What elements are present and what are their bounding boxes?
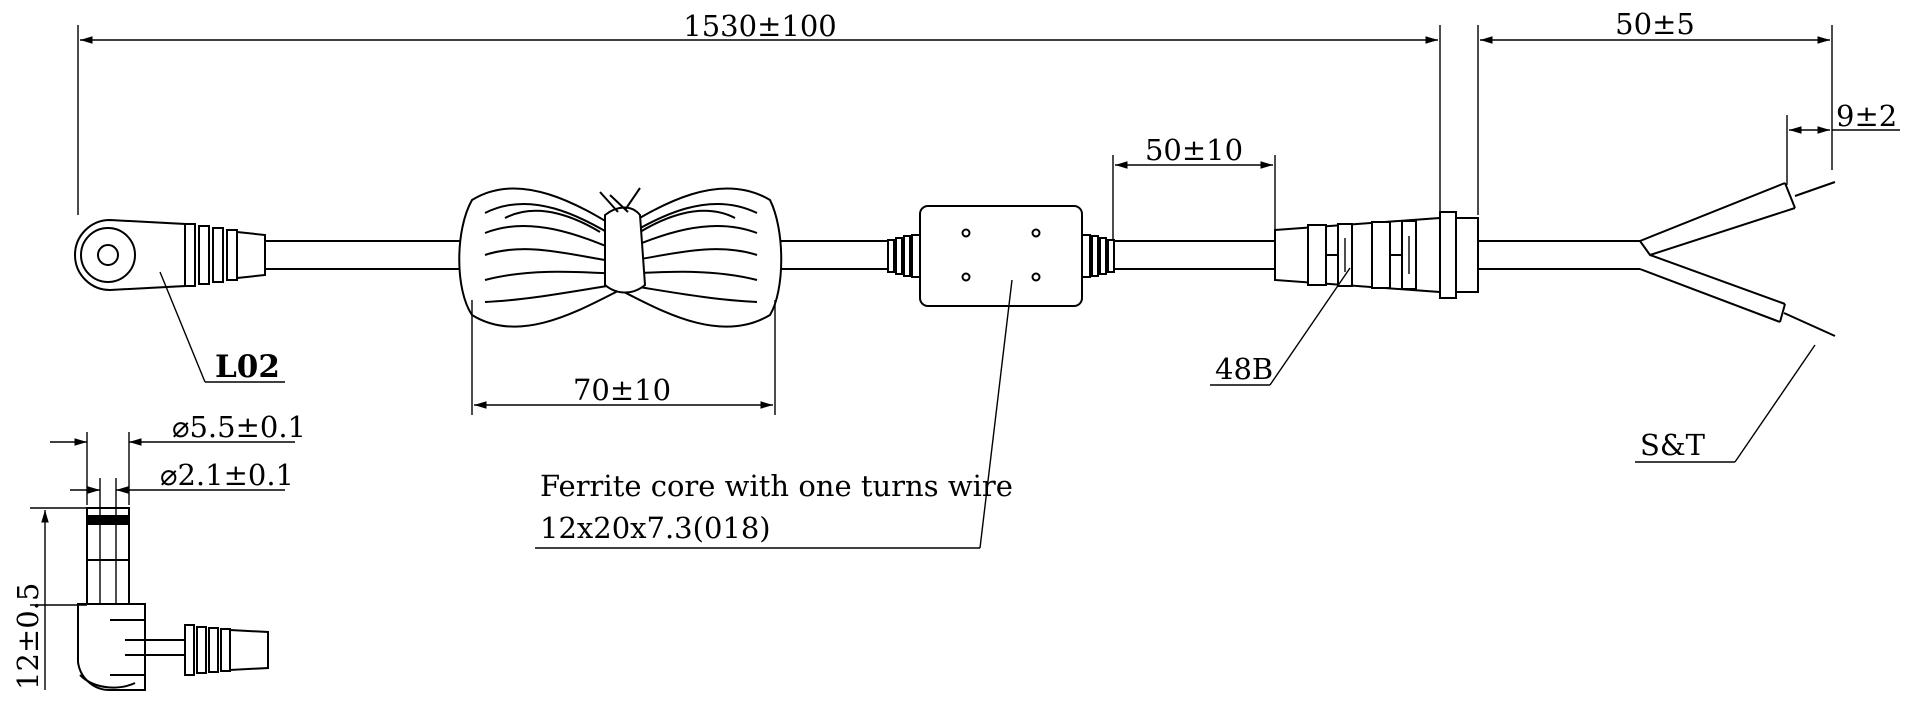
strain-relief-callout: 48B [1210,267,1351,386]
ferrite-offset-dimension: 50±10 [1112,133,1276,240]
plug-length-label: 12±0.5 [11,583,45,690]
plug-callout: L02 [159,271,285,385]
ferrite-loop-label: 70±10 [573,373,671,407]
ferrite-callout: Ferrite core with one turns wire 12x20x7… [535,279,1013,549]
overall-length-label: 1530±100 [683,9,836,43]
ferrite-loop [458,187,783,328]
split-wires [1639,181,1836,337]
outer-diameter-label: ⌀5.5±0.1 [172,410,306,444]
strip-length-label: 50±5 [1615,7,1695,41]
inner-diameter-label: ⌀2.1±0.1 [160,458,294,492]
wire-strip-dimension: 9±2 [1786,99,1900,185]
strain-relief [1274,211,1479,299]
wire-strip-label: 9±2 [1836,99,1897,133]
dc-plug [74,218,266,292]
strip-length-dimension: 50±5 [1477,7,1833,215]
plug-label: L02 [215,349,280,385]
strain-relief-label: 48B [1215,352,1273,386]
ferrite-offset-label: 50±10 [1145,133,1243,167]
wire-ends-callout: S&T [1635,344,1816,463]
wire-ends-label: S&T [1640,428,1706,462]
ferrite-description-line2: 12x20x7.3(018) [540,511,771,545]
overall-length-dimension: 1530±100 [77,9,1441,215]
ferrite-loop-dimension: 70±10 [471,300,776,415]
plug-detail-view: ⌀5.5±0.1 ⌀2.1±0.1 12±0.5 [11,410,306,692]
ferrite-description-line1: Ferrite core with one turns wire [540,469,1013,503]
ferrite-core [887,205,1115,307]
